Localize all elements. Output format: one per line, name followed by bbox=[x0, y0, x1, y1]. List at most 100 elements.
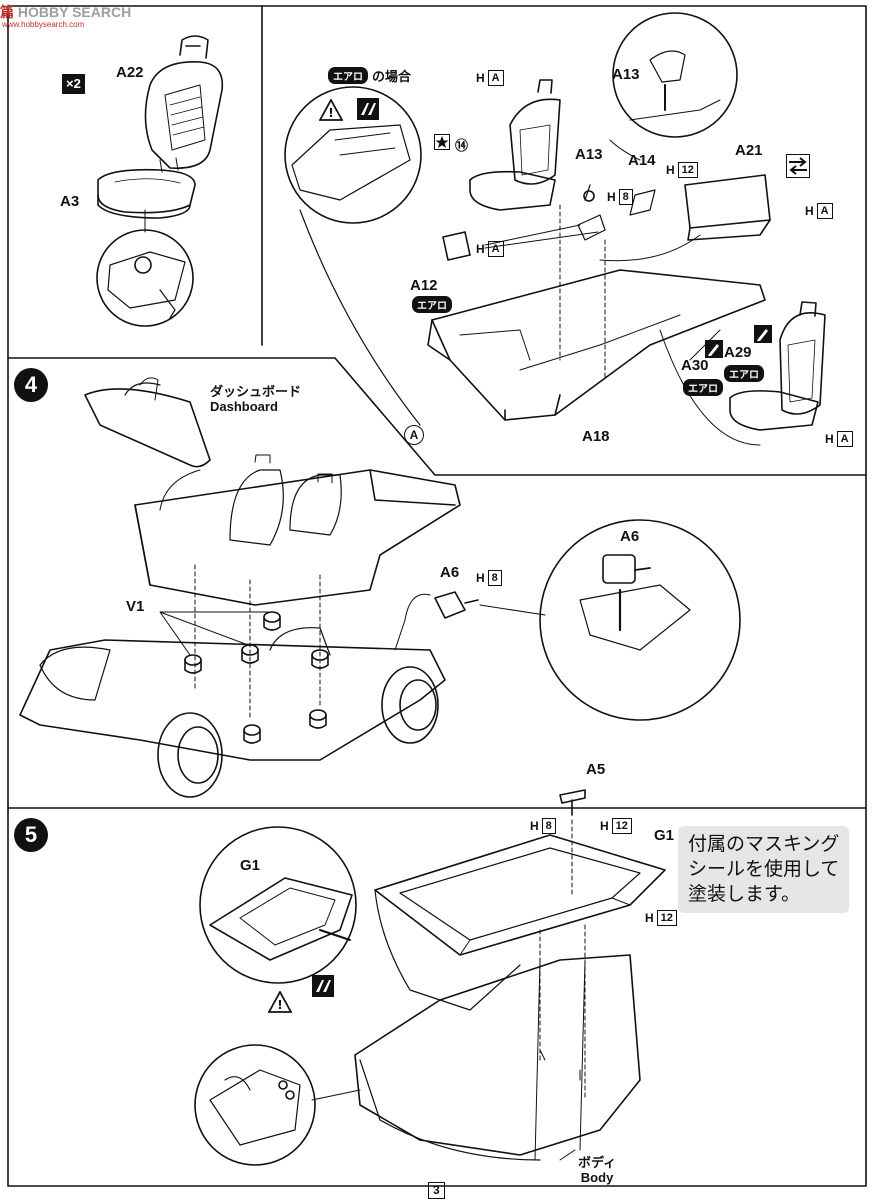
zoom-gear-knob bbox=[612, 12, 738, 138]
color-ref-h-a-1: H A bbox=[476, 70, 504, 86]
label-a6: A6 bbox=[440, 564, 460, 581]
aero-pill: エアロ bbox=[328, 67, 368, 84]
label-g1: G1 bbox=[654, 827, 675, 844]
label-a5: A5 bbox=[586, 761, 606, 778]
watermark-url: www.hobbysearch.com bbox=[2, 20, 85, 29]
seat-a22 bbox=[144, 35, 224, 169]
a29-aero-pill: エアロ bbox=[724, 365, 764, 382]
color-letter: H bbox=[476, 242, 485, 256]
masking-note: 付属のマスキング シールを使用して 塗装します。 bbox=[678, 826, 850, 913]
color-letter: H bbox=[530, 819, 539, 833]
floor-pan-a18 bbox=[427, 269, 766, 421]
aero-condition-suffix: の場合 bbox=[372, 69, 412, 84]
star-icon bbox=[434, 134, 450, 155]
color-ref-h-8-a5: H 8 bbox=[530, 818, 556, 834]
part-a6 bbox=[434, 591, 479, 619]
color-letter: H bbox=[600, 819, 609, 833]
zoom-body-mount bbox=[194, 1044, 316, 1166]
part-a14 bbox=[629, 189, 656, 216]
color-code: 8 bbox=[541, 818, 556, 834]
color-letter: H bbox=[476, 571, 485, 585]
label-a13: A13 bbox=[575, 146, 603, 163]
svg-text:!: ! bbox=[328, 106, 333, 120]
body-label-jp: ボディ bbox=[578, 1155, 617, 1170]
label-a3: A3 bbox=[60, 193, 80, 210]
color-letter: H bbox=[476, 71, 485, 85]
aero-condition: エアロ の場合 bbox=[328, 66, 411, 85]
zoom-a6 bbox=[539, 519, 741, 721]
warning-icon: ! bbox=[267, 990, 293, 1018]
label-a12: A12 bbox=[410, 277, 438, 294]
swap-arrows-icon bbox=[786, 154, 810, 183]
window-frame-g1 bbox=[374, 834, 666, 1011]
label-a18: A18 bbox=[582, 428, 610, 445]
step-number-5: 5 bbox=[14, 818, 48, 852]
rear-seat-a21 bbox=[684, 174, 771, 241]
wheel-front bbox=[157, 712, 223, 798]
chassis-base bbox=[19, 627, 446, 761]
a30-aero-pill: エアロ bbox=[683, 379, 723, 396]
cutter-icon bbox=[357, 98, 379, 125]
color-code: 12 bbox=[611, 818, 632, 834]
label-a6-zoom: A6 bbox=[620, 528, 640, 545]
watermark: 篇 HOBBY SEARCH bbox=[0, 2, 131, 22]
pen-icon bbox=[754, 325, 772, 348]
pen-icon bbox=[705, 340, 723, 363]
label-v1: V1 bbox=[126, 598, 145, 615]
divider-step4 bbox=[7, 357, 867, 476]
page-number: 3 bbox=[428, 1182, 445, 1199]
dashboard-label-jp: ダッシュボード bbox=[210, 384, 302, 399]
label-g1-zoom: G1 bbox=[240, 857, 261, 874]
color-code: A bbox=[816, 203, 833, 219]
dashboard-caption: ダッシュボード Dashboard bbox=[210, 384, 301, 414]
label-a13-top: A13 bbox=[612, 66, 640, 83]
seat-upper bbox=[469, 79, 561, 211]
color-code: 8 bbox=[487, 570, 502, 586]
v1-spacers bbox=[184, 611, 329, 744]
body-shell bbox=[354, 954, 641, 1161]
color-code: 12 bbox=[677, 162, 698, 178]
color-ref-h-12-a5: H 12 bbox=[600, 818, 632, 834]
color-ref-h-12: H 12 bbox=[666, 162, 698, 178]
gear-lever-a13 bbox=[577, 184, 606, 241]
body-label-en: Body bbox=[580, 1170, 614, 1185]
circle-ref-a: A bbox=[404, 425, 424, 445]
color-letter: H bbox=[607, 190, 616, 204]
color-ref-h-8: H 8 bbox=[607, 189, 633, 205]
label-a29: A29 bbox=[724, 344, 752, 361]
color-ref-h-a-rear: H A bbox=[805, 203, 833, 219]
label-a14: A14 bbox=[628, 152, 656, 169]
svg-text:!: ! bbox=[277, 998, 282, 1012]
color-ref-h-12-g1: H 12 bbox=[645, 910, 677, 926]
warning-icon: ! bbox=[318, 98, 344, 126]
color-code: 8 bbox=[618, 189, 633, 205]
page-frame bbox=[7, 5, 867, 1187]
color-ref-h-8-a6: H 8 bbox=[476, 570, 502, 586]
watermark-brand-en: HOBBY SEARCH bbox=[17, 4, 132, 20]
dashboard-part bbox=[84, 377, 211, 468]
label-a22: A22 bbox=[116, 64, 144, 81]
seat-right bbox=[729, 301, 826, 431]
cutter-icon bbox=[312, 975, 334, 1002]
color-ref-h-a-seat: H A bbox=[825, 431, 853, 447]
color-code: A bbox=[487, 241, 504, 257]
a12-aero-pill: エアロ bbox=[412, 296, 452, 313]
note-line: シールを使用して bbox=[688, 858, 840, 880]
body-caption: ボディ Body bbox=[578, 1155, 616, 1185]
zoom-aero-floor bbox=[284, 86, 422, 224]
color-letter: H bbox=[805, 204, 814, 218]
step-number-4: 4 bbox=[14, 368, 48, 402]
quantity-multiplier: ×2 bbox=[62, 74, 85, 94]
seat-a3 bbox=[97, 157, 196, 219]
tub-interior bbox=[134, 454, 461, 606]
part-a5 bbox=[559, 789, 586, 816]
zoom-seat-rail bbox=[96, 229, 194, 327]
dashboard-label-en: Dashboard bbox=[210, 399, 278, 414]
zoom-g1 bbox=[199, 826, 357, 984]
star-ref: ⑭ bbox=[455, 138, 469, 153]
part-a12 bbox=[442, 231, 471, 261]
note-line: 付属のマスキング bbox=[688, 833, 840, 855]
color-ref-h-a-left: H A bbox=[476, 241, 504, 257]
label-a21: A21 bbox=[735, 142, 763, 159]
